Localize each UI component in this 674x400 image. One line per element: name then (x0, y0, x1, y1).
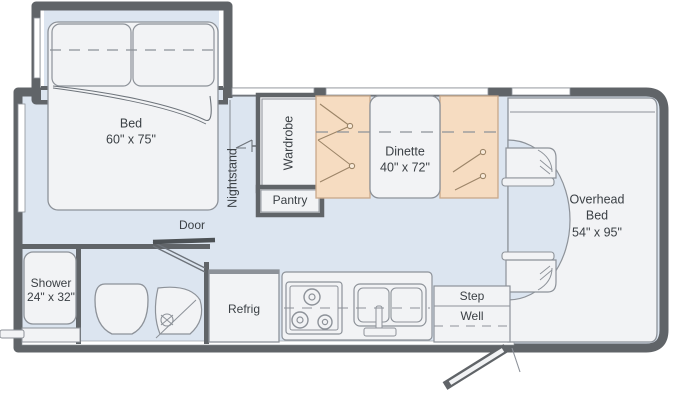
dinette-table (369, 95, 441, 199)
sink-basin-left (357, 287, 390, 323)
galley-counter (281, 271, 433, 341)
pantry-label: Pantry (273, 193, 308, 207)
shower-label: Shower (31, 276, 72, 290)
bathroom-wall-right (204, 262, 209, 344)
step-label: Step (460, 289, 485, 303)
door-label: Door (179, 218, 205, 232)
nightstand-assembly: Nightstand (225, 98, 266, 208)
lavatory-assembly (154, 286, 203, 339)
burner-rear (303, 288, 321, 306)
wardrobe-assembly: Wardrobe (255, 92, 325, 194)
nightstand-label: Nightstand (225, 148, 239, 208)
lavatory-faucet (160, 313, 174, 327)
bathroom-door-panel-2 (152, 245, 206, 273)
lavatory-handles (160, 314, 174, 326)
dinette-dimension: 40" x 72" (380, 160, 430, 174)
cab-seat-driver (501, 251, 557, 293)
burner-front-left (291, 311, 309, 329)
entry-door-swing-arc (511, 347, 521, 373)
cab-seat-passenger (501, 147, 557, 187)
refrigerator-label: Refrig (228, 302, 260, 316)
pillow-left (51, 23, 132, 87)
entry-door (442, 344, 521, 390)
dinette-assembly: Dinette 40" x 72" (315, 95, 499, 199)
toilet-base (0, 329, 25, 339)
window-top-cab (511, 87, 571, 96)
toilet-bowl (94, 283, 149, 335)
lavatory-faucet-arm (155, 299, 197, 339)
step-well-box (433, 285, 511, 343)
well-label: Well (460, 309, 483, 323)
sink-faucet-base (363, 327, 397, 337)
cooktop (285, 281, 343, 335)
toilet-assembly (0, 283, 149, 339)
shower-dimension: 24" x 32" (27, 290, 75, 304)
bed-dimension: 60" x 75" (106, 132, 156, 146)
window-slide-left (33, 17, 41, 79)
refrigerator-box (208, 269, 280, 343)
overhead-bed-dimension: 54" x 95" (572, 225, 622, 239)
bed-assembly: Bed 60" x 75" (47, 21, 219, 211)
bathroom-wall-shower (76, 248, 81, 344)
bathroom-walls (18, 244, 210, 344)
bathroom-door-leaf (152, 237, 216, 245)
galley-sink (353, 283, 427, 337)
overhead-bed-label-2: Bed (586, 208, 608, 222)
entry-door-glass (448, 348, 505, 385)
dinette-seat-right (439, 95, 499, 199)
dinette-seat-left (315, 95, 371, 199)
refrigerator-assembly: Refrig (208, 269, 280, 343)
cab-area: Overhead Bed 54" x 95" (501, 97, 658, 343)
dinette-label: Dinette (385, 144, 425, 158)
bathroom-wall-top (18, 244, 210, 249)
bed-blanket-fold (52, 85, 212, 122)
seatbelt-marks-right (452, 148, 487, 191)
lavatory-basin (154, 286, 203, 335)
burner-front-right (317, 314, 333, 330)
shower-assembly: Shower 24" x 32" (21, 251, 81, 343)
step-well-assembly: Step Well (433, 285, 511, 343)
window-top-dinette (325, 87, 489, 96)
seatbelt-marks-left (317, 103, 356, 183)
bathroom-door-panel (152, 241, 206, 269)
bathroom-door: Door (152, 218, 216, 273)
sink-basin-right (390, 287, 423, 323)
pillow-right (132, 23, 215, 87)
pantry-assembly: Pantry (255, 184, 325, 218)
bed-label: Bed (120, 116, 142, 130)
bed-blanket-fold-2 (52, 87, 207, 125)
wardrobe-label: Wardrobe (281, 116, 295, 170)
overhead-bed-label-1: Overhead (570, 192, 625, 206)
shower-step (21, 327, 81, 343)
window-left-bedroom (17, 103, 26, 213)
shower-pan (23, 251, 77, 325)
